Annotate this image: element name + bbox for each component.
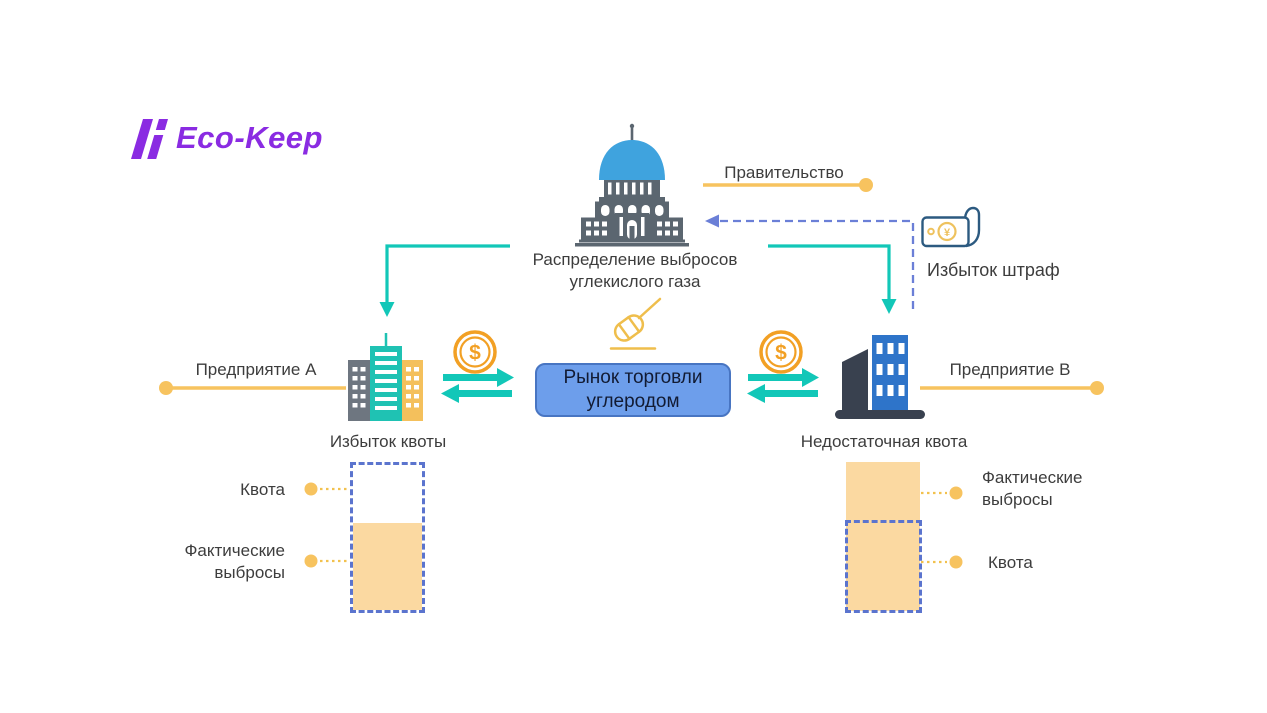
penalty-dashed-arrow [705, 214, 915, 309]
market-label-line2: углеродом [586, 391, 680, 412]
chart-b-actual-bar [846, 462, 920, 611]
chart-a-actual-label: Фактические выбросы [155, 540, 286, 584]
enterprise-a-label-line [159, 381, 346, 395]
chart-b-quota-box [845, 520, 922, 613]
gavel-icon [609, 297, 662, 350]
government-caption: Распределение выбросов углекислого газа [525, 249, 745, 293]
enterprise-a-label: Предприятие А [195, 360, 317, 379]
penalty-note-icon: ¥ [921, 206, 981, 248]
government-building-icon [575, 123, 689, 247]
chart-b-actual-label: Фактические выбросы [982, 467, 1122, 511]
trade-arrows-a [441, 368, 514, 403]
logo-mark-icon [131, 119, 168, 159]
chart-a-quota-box [350, 462, 425, 613]
chart-a-actual-line2: выбросы [214, 563, 285, 582]
logo: Eco-Keep [131, 117, 323, 161]
chart-b-actual-line2: выбросы [982, 490, 1053, 509]
logo-text: Eco-Keep [176, 120, 323, 155]
enterprise-b-label: Предприятие В [949, 360, 1071, 379]
enterprise-b-building-icon [835, 335, 925, 419]
enterprise-a-building-icon [348, 333, 423, 421]
government-label-line [703, 178, 873, 192]
enterprise-b-label-line [920, 381, 1104, 395]
enterprise-b-status: Недостаточная квота [800, 432, 968, 451]
chart-b-quota-callout [921, 555, 963, 569]
carbon-market-box: Рынок торговли углеродом [535, 363, 731, 417]
market-label-line1: Рынок торговли [563, 367, 703, 388]
enterprise-a-status: Избыток квоты [329, 432, 447, 451]
coin-dollar-icon-left: $ [453, 330, 497, 374]
coin-symbol: $ [775, 342, 787, 365]
chart-a-quota-label: Квота [240, 480, 285, 499]
trade-arrows-b [747, 368, 819, 403]
chart-a-actual-callout [304, 554, 349, 568]
coin-symbol: $ [469, 342, 481, 365]
government-caption-line2: углекислого газа [569, 272, 701, 291]
government-caption-line1: Распределение выбросов [532, 250, 738, 269]
chart-b-quota-label: Квота [988, 553, 1033, 572]
allocation-arrow-b [768, 244, 897, 314]
chart-a-actual-line1: Фактические [184, 541, 286, 560]
chart-a-quota-callout [304, 482, 349, 496]
chart-a-actual-bar [353, 523, 422, 610]
penalty-label: Избыток штраф [927, 260, 1060, 280]
government-label: Правительство [724, 163, 844, 182]
chart-b-actual-callout [921, 486, 963, 500]
allocation-arrow-a [379, 244, 510, 317]
coin-dollar-icon-right: $ [759, 330, 803, 374]
chart-b-actual-line1: Фактические [982, 468, 1083, 487]
penalty-currency-symbol: ¥ [944, 227, 951, 239]
